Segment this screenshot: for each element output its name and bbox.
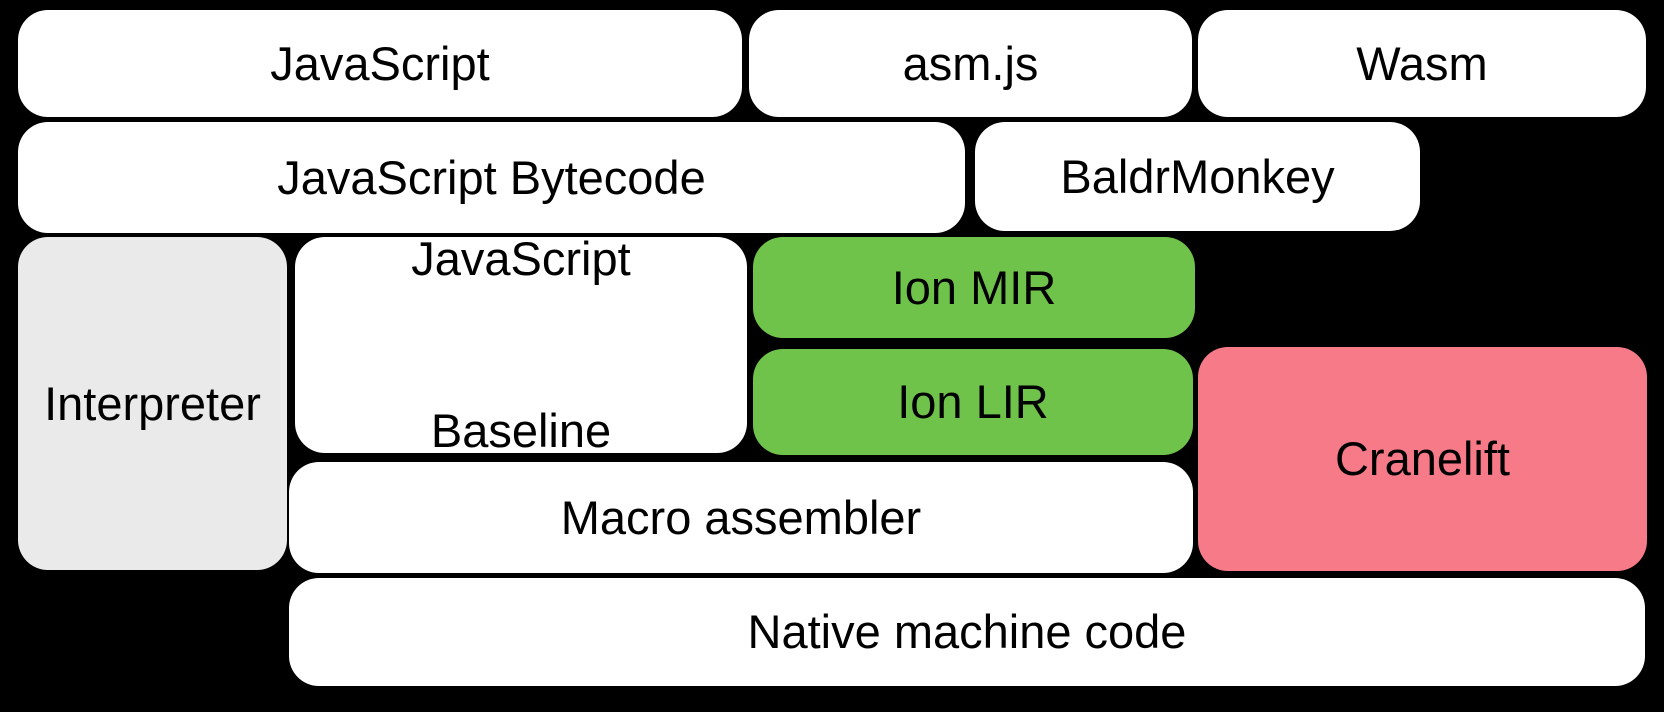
node-cranelift-label: Cranelift (1334, 432, 1510, 486)
node-macro-assembler: Macro assembler (289, 462, 1193, 573)
node-ion-mir-label: Ion MIR (891, 260, 1057, 314)
node-macro-assembler-label: Macro assembler (560, 490, 922, 544)
node-native-machine-code-label: Native machine code (747, 605, 1187, 659)
node-wasm: Wasm (1198, 10, 1646, 117)
node-javascript-baseline-label: JavaScript Baseline (411, 232, 631, 458)
node-interpreter-label: Interpreter (44, 376, 261, 430)
node-javascript-baseline: JavaScript Baseline (295, 232, 747, 457)
node-ion-lir: Ion LIR (753, 349, 1193, 455)
node-asmjs: asm.js (749, 10, 1192, 117)
node-wasm-label: Wasm (1356, 36, 1488, 90)
node-ion-mir: Ion MIR (753, 237, 1195, 338)
node-javascript-bytecode: JavaScript Bytecode (18, 122, 965, 233)
node-javascript-bytecode-label: JavaScript Bytecode (277, 150, 706, 204)
node-javascript-label: JavaScript (270, 36, 490, 90)
node-cranelift: Cranelift (1198, 347, 1647, 571)
node-javascript: JavaScript (18, 10, 742, 117)
node-interpreter: Interpreter (18, 237, 287, 570)
node-baldrmonkey: BaldrMonkey (975, 122, 1420, 231)
node-baldrmonkey-label: BaldrMonkey (1060, 149, 1335, 203)
node-asmjs-label: asm.js (902, 36, 1039, 90)
node-native-machine-code: Native machine code (289, 578, 1645, 686)
node-ion-lir-label: Ion LIR (897, 375, 1049, 429)
